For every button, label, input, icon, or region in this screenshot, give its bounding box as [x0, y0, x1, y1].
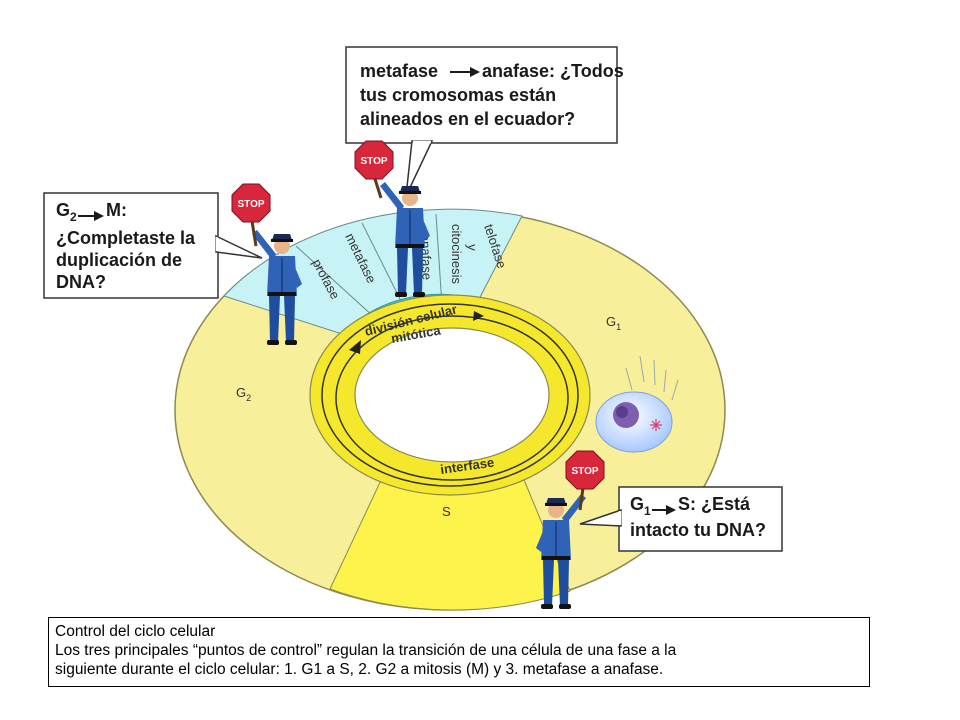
checkpoint-bubble-g1-s: G1 S: ¿Está intacto tu DNA? — [579, 486, 783, 552]
caption-title: Control del ciclo celular — [55, 623, 216, 640]
checkpoint-bubble-g2-m: G2 M: ¿Completaste la duplicación de DNA… — [43, 192, 263, 299]
stop-sign-icon: STOP — [231, 183, 271, 247]
svg-text:M:: M: — [106, 200, 127, 220]
caption-box: Control del ciclo celular Los tres princ… — [48, 617, 870, 687]
svg-text:intacto tu DNA?: intacto tu DNA? — [630, 520, 766, 540]
arrow-icon — [78, 211, 104, 221]
caption-line-2: siguiente durante el ciclo celular: 1. G… — [55, 661, 664, 678]
g1-label: G1 — [606, 314, 621, 332]
svg-text:STOP: STOP — [237, 199, 264, 210]
cycle-ring — [174, 208, 726, 611]
caption-line-1: Los tres principales “puntos de control”… — [55, 642, 677, 659]
svg-text:S: ¿Está: S: ¿Está — [678, 494, 751, 514]
svg-text:tus cromosomas están: tus cromosomas están — [360, 85, 556, 105]
svg-text:G2: G2 — [56, 200, 77, 224]
svg-text:alineados en el ecuador?: alineados en el ecuador? — [360, 109, 575, 129]
arrow-icon — [450, 67, 480, 77]
stop-sign-icon: STOP — [565, 450, 605, 511]
svg-text:anafase: ¿Todos: anafase: ¿Todos — [482, 61, 624, 81]
y-label: y — [465, 244, 480, 252]
stop-sign-icon: STOP — [354, 140, 394, 199]
svg-text:duplicación de: duplicación de — [56, 250, 182, 270]
svg-text:DNA?: DNA? — [56, 272, 106, 292]
svg-text:G1: G1 — [630, 494, 651, 518]
svg-text:STOP: STOP — [571, 466, 598, 477]
svg-text:¿Completaste la: ¿Completaste la — [56, 228, 196, 248]
g2-label: G2 — [236, 385, 251, 403]
cell-icon — [595, 355, 679, 453]
s-label: S — [442, 504, 451, 519]
svg-text:STOP: STOP — [360, 156, 387, 167]
arrow-icon — [652, 505, 676, 515]
interfase-label: interfase — [439, 455, 495, 477]
svg-text:metafase: metafase — [360, 61, 438, 81]
checkpoint-bubble-metafase-anafase: metafase anafase: ¿Todos tus cromosomas … — [345, 46, 624, 197]
citocinesis-label: citocinesis — [449, 224, 464, 284]
